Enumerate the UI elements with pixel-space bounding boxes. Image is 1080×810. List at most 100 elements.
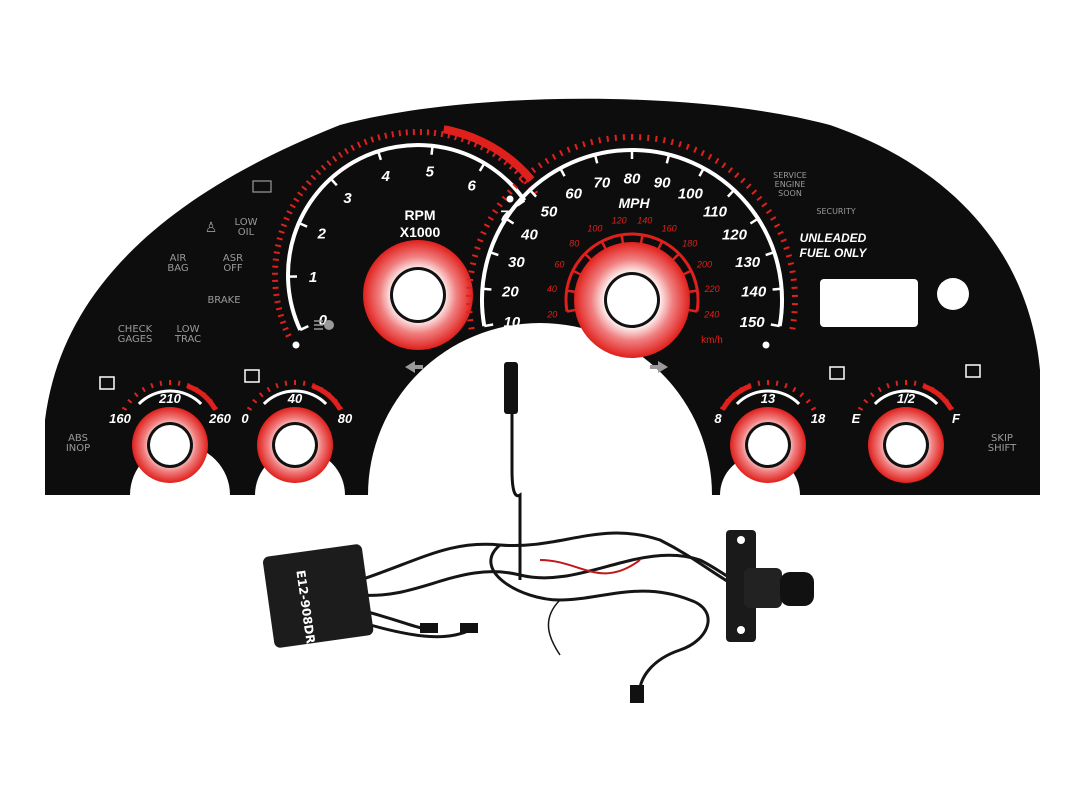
scale-tick xyxy=(273,251,280,255)
dial-arc xyxy=(137,389,203,405)
tick-label: 5 xyxy=(426,163,435,180)
scale-tick xyxy=(574,143,579,150)
scale-tick xyxy=(790,318,797,322)
scale-tick xyxy=(792,386,797,393)
scale-tick xyxy=(207,398,213,404)
scale-tick xyxy=(922,382,926,389)
scale-tick xyxy=(773,223,781,228)
tick-label: 60 xyxy=(565,186,582,203)
tick-label: 90 xyxy=(654,174,671,191)
scale-tick xyxy=(670,138,674,146)
gauge-label: E xyxy=(852,411,861,426)
scale-tick xyxy=(492,209,499,215)
major-tick xyxy=(657,240,664,250)
scale-tick xyxy=(487,216,494,221)
battery-icon xyxy=(829,366,845,380)
scale-tick xyxy=(473,141,478,148)
tick-label: 30 xyxy=(508,254,525,271)
scale-tick xyxy=(508,163,515,170)
service-engine-soon-label: SERVICE xyxy=(773,171,807,180)
unleaded-label-2: FUEL ONLY xyxy=(800,246,868,260)
scale-tick xyxy=(326,160,332,167)
major-tick xyxy=(566,289,576,294)
scale-tick xyxy=(363,138,368,146)
scale-tick xyxy=(447,132,451,139)
scale-tick xyxy=(350,144,355,151)
scale-tick xyxy=(863,398,869,404)
gauge-label: 80 xyxy=(338,411,353,426)
scale-tick xyxy=(467,138,472,145)
major-tick xyxy=(484,323,494,328)
gauge-label: 260 xyxy=(208,411,231,426)
scale-tick xyxy=(305,180,312,186)
scale-tick xyxy=(212,406,219,411)
check-gages-label-2: GAGES xyxy=(118,334,153,345)
scale-tick xyxy=(727,167,734,174)
tick-label: 50 xyxy=(541,203,558,220)
needle-hole xyxy=(748,425,788,465)
abs-inop-label-2: INOP xyxy=(66,443,90,454)
scale-tick xyxy=(678,141,682,148)
oil-can-icon xyxy=(244,369,260,383)
scale-tick xyxy=(311,382,315,389)
major-tick xyxy=(671,252,680,261)
scale-tick xyxy=(877,386,882,393)
tick-label: 240 xyxy=(703,309,719,319)
scale-tick xyxy=(739,386,744,393)
major-tick xyxy=(765,251,775,257)
scale-tick xyxy=(805,398,811,404)
scale-tick xyxy=(356,141,362,148)
service-engine-soon-label-3: SOON xyxy=(778,189,802,198)
scale-tick xyxy=(913,380,917,386)
scale-tick xyxy=(310,174,317,181)
abs-inop-label: ABS xyxy=(68,433,88,444)
scale-tick xyxy=(895,380,899,386)
scale-tick xyxy=(454,133,458,141)
needle-hole xyxy=(607,275,657,325)
low-oil-label: LOW xyxy=(235,217,258,228)
scale-tick xyxy=(590,138,594,146)
scale-tick xyxy=(121,406,128,411)
scale-tick xyxy=(289,203,296,209)
scale-tick xyxy=(370,136,375,143)
scale-tick xyxy=(518,177,524,184)
scale-tick xyxy=(150,382,154,389)
scale-tick xyxy=(159,380,163,386)
tick-label: 100 xyxy=(678,186,704,203)
scale-tick xyxy=(278,230,285,234)
scale-tick xyxy=(285,333,292,338)
scale-tick xyxy=(725,398,731,404)
scale-tick xyxy=(186,382,190,389)
scale-tick xyxy=(194,386,199,393)
scale-tick xyxy=(279,320,287,325)
scale-tick xyxy=(513,168,520,175)
major-tick xyxy=(593,154,599,164)
tick-label: 4 xyxy=(381,168,391,185)
scale-tick xyxy=(789,326,796,330)
tick-label: 110 xyxy=(703,203,728,220)
scale-tick xyxy=(246,406,253,411)
needle-hole xyxy=(886,425,926,465)
scale-tick xyxy=(614,134,618,141)
brake-label: BRAKE xyxy=(207,295,240,306)
scale-tick xyxy=(751,189,758,195)
tick-label: 2 xyxy=(317,226,327,243)
scale-tick xyxy=(756,195,763,202)
tick-label: 200 xyxy=(696,259,712,269)
scale-tick xyxy=(177,380,181,386)
major-tick xyxy=(559,167,566,177)
washer-fluid-icon xyxy=(252,180,272,193)
tick-label: 140 xyxy=(741,284,767,301)
tick-label: 100 xyxy=(587,223,602,233)
scale-tick xyxy=(886,382,890,389)
scale-tick xyxy=(770,216,777,221)
scale-tick xyxy=(276,237,283,241)
seatbelt-icon: ♙ xyxy=(205,220,218,236)
panel-connector xyxy=(504,362,518,414)
scale-tick xyxy=(943,398,949,404)
low-trac-label: LOW xyxy=(177,324,200,335)
dimmer-knob xyxy=(726,530,814,642)
connector-plug xyxy=(460,623,478,633)
scale-tick xyxy=(799,392,805,398)
